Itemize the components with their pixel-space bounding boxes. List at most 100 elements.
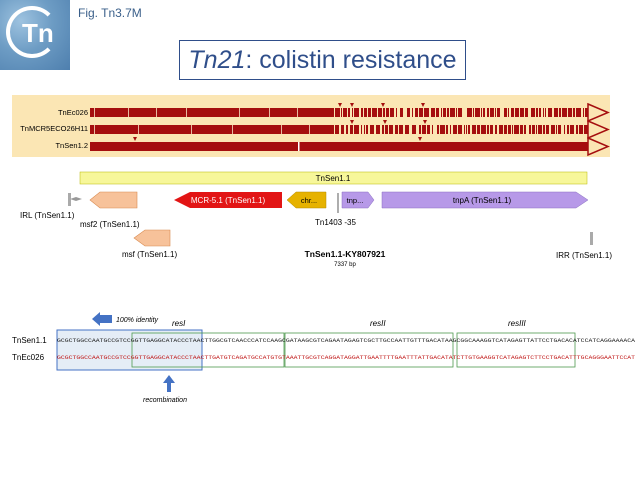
identity-arrow-icon <box>92 312 112 326</box>
chr-label: chr... <box>301 196 317 205</box>
variant-stripe <box>398 125 399 134</box>
variant-stripe <box>421 125 422 134</box>
variant-stripe <box>416 125 418 134</box>
msf-gene-arrow <box>133 229 171 247</box>
variant-stripe <box>377 108 378 117</box>
res-site-box-3 <box>456 332 576 368</box>
variant-stripe <box>410 108 412 117</box>
variant-stripe <box>348 125 350 134</box>
variant-stripe <box>489 108 490 117</box>
variant-stripe <box>511 125 512 134</box>
figure-label: Fig. Tn3.7M <box>78 6 142 20</box>
variant-stripe <box>94 125 95 134</box>
variant-stripe <box>239 108 240 117</box>
variant-stripe <box>531 125 532 134</box>
variant-stripe <box>128 108 129 117</box>
variant-stripe <box>567 108 568 117</box>
msf-label: msf (TnSen1.1) <box>122 250 177 259</box>
track-label: TnEc026 <box>58 108 88 117</box>
variant-stripe <box>347 108 348 117</box>
variant-stripe <box>342 108 343 117</box>
variant-stripe <box>445 125 446 134</box>
variant-stripe <box>448 125 450 134</box>
res-site-label: resIII <box>508 319 527 328</box>
track-arrowhead <box>587 102 610 123</box>
variant-stripe <box>528 125 529 134</box>
variant-stripe <box>429 108 431 117</box>
variant-stripe <box>339 125 341 134</box>
irr-label: IRR (TnSen1.1) <box>556 251 612 260</box>
variant-stripe <box>470 125 472 134</box>
variant-stripe <box>363 108 364 117</box>
variant-stripe <box>156 108 157 117</box>
variant-stripe <box>457 125 458 134</box>
tnsen-bar <box>79 171 588 185</box>
variant-stripe <box>524 108 525 117</box>
variant-stripe <box>497 125 499 134</box>
variant-stripe <box>489 125 490 134</box>
variant-stripe <box>384 125 385 134</box>
variant-stripe <box>466 108 467 117</box>
variant-stripe <box>513 125 514 134</box>
variant-stripe <box>359 108 361 117</box>
variant-stripe <box>561 108 562 117</box>
variant-stripe <box>575 108 576 117</box>
chr-gene-arrow <box>286 191 327 209</box>
variant-stripe <box>371 108 372 117</box>
variant-stripe <box>557 125 558 134</box>
identity-label: 100% identity <box>116 317 159 324</box>
variant-stripe <box>583 125 584 134</box>
variant-stripe <box>362 125 364 134</box>
variant-stripe <box>496 108 497 117</box>
variant-stripe <box>545 125 546 134</box>
logo-text: Tn <box>22 18 54 48</box>
variant-stripe <box>413 108 415 117</box>
variant-stripe <box>449 108 450 117</box>
res-site-box-2 <box>284 332 454 368</box>
snp-tick <box>350 120 354 124</box>
tn1403-label: Tn1403 -35 <box>315 218 356 227</box>
variant-stripe <box>385 108 386 117</box>
tnpa-label: tnpA (TnSen1.1) <box>453 196 512 205</box>
variant-stripe <box>457 108 458 117</box>
variant-stripe <box>344 125 346 134</box>
sequence-row: GCGCTGGCCAATGCCGTCCGGTTGAGGCATACCCTAACTT… <box>57 338 636 344</box>
variant-stripe <box>462 108 464 117</box>
irl-marker <box>68 193 71 206</box>
variant-stripe <box>493 125 495 134</box>
variant-stripe <box>281 125 282 134</box>
track-bar <box>90 108 588 117</box>
variant-stripe <box>563 125 564 134</box>
variant-stripe <box>411 125 412 134</box>
variant-stripe <box>423 108 424 117</box>
snp-tick <box>381 103 385 107</box>
variant-stripe <box>374 125 376 134</box>
variant-mark <box>298 142 300 151</box>
logo-ring-icon <box>6 6 58 58</box>
variant-stripe <box>485 108 487 117</box>
snp-ticks <box>133 103 427 141</box>
snp-tick <box>423 120 427 124</box>
variant-stripe <box>569 125 570 134</box>
variant-stripe <box>541 108 543 117</box>
recombination-label: recombination <box>143 397 187 404</box>
transposon-diagram: TnEc026 TnMCR5ECO26H11 TnSen1.2 TnSen1.1… <box>12 95 636 404</box>
mcr-gene-arrow <box>174 192 282 208</box>
variant-stripe <box>519 125 520 134</box>
seq-row-label: TnEc026 <box>12 353 45 362</box>
variant-stripe <box>389 108 390 117</box>
variant-stripe <box>340 108 341 117</box>
recombination-arrow-icon <box>163 375 175 392</box>
variant-stripe <box>474 108 475 117</box>
variant-stripe <box>350 108 352 117</box>
variant-stripe <box>480 108 481 117</box>
variant-stripe <box>439 125 440 134</box>
variant-stripe <box>435 125 437 134</box>
variant-stripe <box>433 125 435 134</box>
sequence-row: GCGCTGGCCAATGCCGTCCGGTTGAGGCATACCCTAACTT… <box>57 355 635 361</box>
variant-stripe <box>403 108 405 117</box>
variant-stripe <box>380 125 382 134</box>
variant-stripe <box>558 108 559 117</box>
tnsen-bar-label: TnSen1.1 <box>316 174 351 183</box>
variant-stripe <box>309 125 310 134</box>
